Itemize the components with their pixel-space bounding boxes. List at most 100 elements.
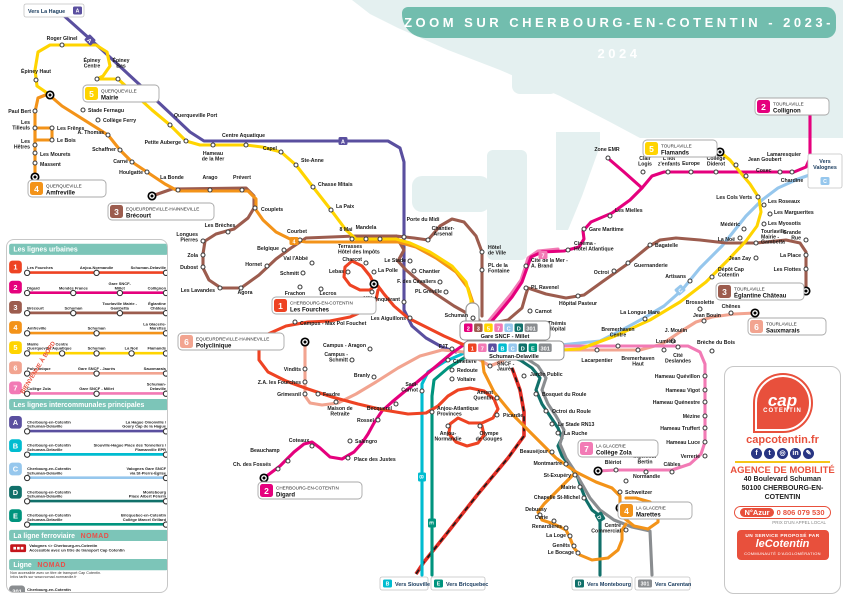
map-stop <box>445 357 451 363</box>
stop-label: Picardie <box>503 413 523 419</box>
edge-badge-box <box>379 576 429 591</box>
stop-label: La Longue Mare <box>620 310 660 316</box>
edge-badge-box <box>571 576 633 591</box>
stop-label: Médéric <box>720 222 740 228</box>
map-stop <box>275 466 281 472</box>
legend-stop-label: Montebourg Place Albert Pélerin <box>128 489 166 499</box>
legend-stop-dot <box>162 474 167 481</box>
legend-stop-dot <box>162 349 167 357</box>
legend-stop-dot <box>162 427 167 435</box>
map-stop <box>49 137 55 143</box>
map-stop <box>32 142 38 148</box>
map-stop <box>32 150 38 156</box>
map-stop <box>377 236 383 242</box>
map-stop <box>523 263 529 269</box>
terminus-badge-name: Collignon <box>773 109 801 115</box>
map-stop <box>623 478 629 484</box>
terminus-badge-name: Mairie <box>101 96 119 102</box>
edge-chip-B <box>383 579 392 588</box>
stop-label: Hornet <box>245 262 262 268</box>
terminus-badge-line-square <box>274 299 287 312</box>
map-stop <box>477 423 483 429</box>
terminus-badge-box <box>271 296 377 315</box>
map-stop <box>300 270 306 276</box>
stop-label: La Ruche <box>564 431 587 437</box>
stop-label: Chardine <box>781 178 804 184</box>
terminus-badge-city: QUERQUEVILLE <box>46 184 82 189</box>
stop-label: Chasse Mitais <box>318 182 353 188</box>
map-stop <box>755 194 761 200</box>
map-stop <box>803 252 809 258</box>
stop-label: Lacarpentier <box>581 358 612 364</box>
legend-stop-dot <box>162 289 167 296</box>
stop-label: Montmartre <box>533 461 562 467</box>
stop-label: Couplets <box>261 207 283 213</box>
map-stop <box>407 258 413 264</box>
map-stop <box>333 399 339 405</box>
map-stop <box>207 187 213 193</box>
edge-badge-box <box>807 153 843 189</box>
stop-label: Bagatelle <box>655 243 678 249</box>
stop-label: Jean Bouin <box>693 313 721 319</box>
azur-label: N°Azur <box>740 508 774 518</box>
stop-label: Mézine <box>683 414 700 420</box>
terminus-badge-box <box>754 97 830 116</box>
water <box>412 176 490 212</box>
stop-label: Brossolette <box>686 300 715 306</box>
map-stop <box>643 469 649 475</box>
map-stop <box>642 316 648 322</box>
map-stop <box>200 252 206 258</box>
page-title: ZOOM SUR CHERBOURG-EN-COTENTIN - 2023-20… <box>402 7 836 61</box>
map-stop <box>437 279 443 285</box>
legend-stop-label: Églantine Château <box>148 301 166 311</box>
map-stop <box>293 162 299 168</box>
map-stop <box>183 138 189 144</box>
transit-line-3 <box>394 217 484 318</box>
legend-line-badge-5: 5 <box>9 341 22 354</box>
stop-label: Normandie <box>633 474 660 480</box>
stop-label: Massent <box>40 162 61 168</box>
terminus-badge-name: Collège Zola <box>596 451 632 457</box>
terminus-badge-city: TOURLAVILLE <box>734 287 765 292</box>
legend-stop-label: Mairie Querqueville <box>27 341 52 351</box>
cap-cotentin-logo-icon: cap COTENTIN <box>754 375 811 431</box>
stop-label: Fesdre <box>323 392 340 398</box>
legend-stop-dot <box>23 349 31 357</box>
map-stop <box>701 318 707 324</box>
stop-label: Hameau Vigot <box>666 388 701 394</box>
agency-address-line2: 50100 CHERBOURG-EN-COTENTIN <box>741 484 824 501</box>
stop-label: Les Frênes <box>57 126 85 132</box>
legend-line-track <box>23 329 167 337</box>
legend-stop-label: La Hague Omonville / Goury Cap de la Hag… <box>122 419 166 429</box>
map-stop <box>733 162 739 168</box>
transit-line-4 <box>33 92 484 358</box>
legend-stop-label: Gare SNCF - Millet <box>79 386 114 392</box>
map-stop <box>615 343 621 349</box>
legend-stop-dot <box>162 451 167 458</box>
stop-label: Le Bois <box>57 138 76 144</box>
legend-stop-label: Collignon <box>147 285 166 291</box>
map-stop <box>611 268 617 274</box>
line-chip-E: E <box>427 518 436 528</box>
legend-stop-label: Sauxmarais <box>143 366 166 371</box>
terminus-badge-name: Brécourt <box>126 214 151 220</box>
stop-label: Ste-Anne <box>301 158 324 164</box>
legend-stop-dot <box>70 289 77 296</box>
map-stop <box>371 269 377 275</box>
legend-stop-label: Polyclinique <box>27 366 51 371</box>
map-stop <box>635 347 641 353</box>
legend-stop-label: Schuman <box>64 305 83 311</box>
terminus-badge-city: TOURLAVILLE <box>773 102 804 107</box>
hub-line-square-label: D <box>517 326 521 332</box>
line-chip-A: A <box>84 34 96 46</box>
